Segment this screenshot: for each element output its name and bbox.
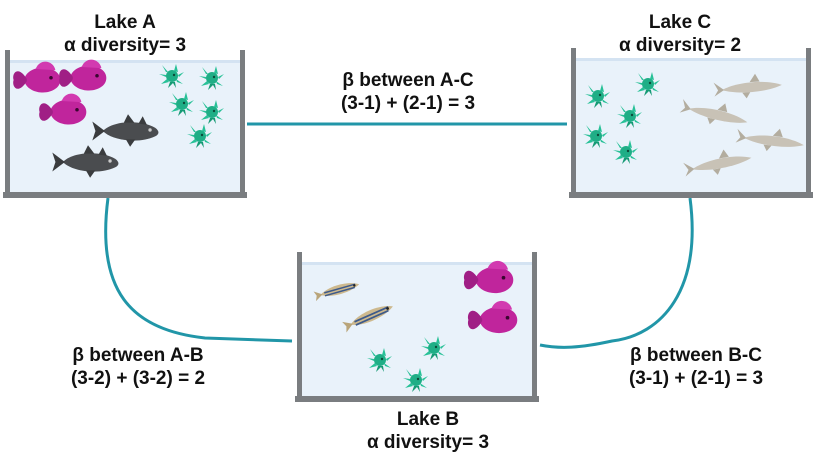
lake-b-name: Lake B bbox=[396, 409, 460, 430]
connector-a-b bbox=[104, 197, 293, 343]
lake-a-name: Lake A bbox=[94, 12, 156, 33]
beta-b-c-title: β between B-C bbox=[630, 345, 762, 366]
beta-a-b-title: β between A-B bbox=[72, 345, 204, 366]
connector-b-c bbox=[539, 197, 694, 349]
lake-c-label: Lake C α diversity= 2 bbox=[580, 11, 780, 57]
lake-b-label: Lake B α diversity= 3 bbox=[328, 408, 528, 454]
lake-a-label: Lake A α diversity= 3 bbox=[25, 11, 225, 57]
lake-c-name: Lake C bbox=[648, 12, 712, 33]
beta-b-c-label: β between B-C (3-1) + (2-1) = 3 bbox=[586, 344, 806, 390]
lake-a-alpha: α diversity= 3 bbox=[63, 35, 187, 56]
beta-a-c-title: β between A-C bbox=[342, 70, 474, 91]
lake-c-alpha: α diversity= 2 bbox=[618, 35, 742, 56]
beta-a-b-formula: (3-2) + (3-2) = 2 bbox=[70, 368, 206, 389]
tank-lake-c bbox=[569, 48, 813, 198]
beta-b-c-formula: (3-1) + (2-1) = 3 bbox=[628, 368, 764, 389]
beta-a-c-formula: (3-1) + (2-1) = 3 bbox=[340, 93, 476, 114]
beta-a-b-label: β between A-B (3-2) + (3-2) = 2 bbox=[18, 344, 258, 390]
beta-a-c-label: β between A-C (3-1) + (2-1) = 3 bbox=[288, 69, 528, 115]
lake-b-alpha: α diversity= 3 bbox=[366, 432, 490, 453]
